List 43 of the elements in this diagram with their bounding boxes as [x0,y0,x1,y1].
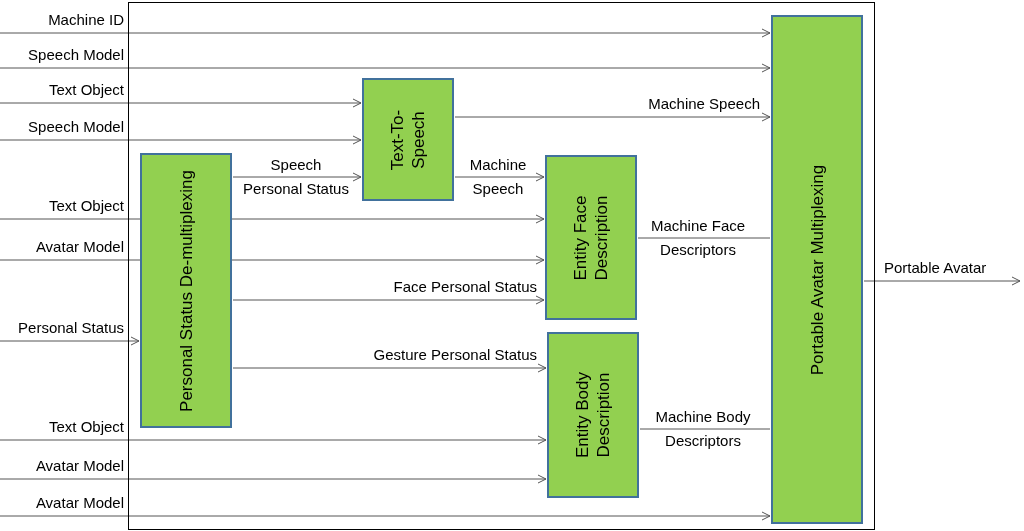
process-box [140,153,232,428]
edge-label: Text Object [48,81,124,99]
arrow [0,63,771,73]
arrow [232,172,362,182]
arrow [454,112,771,122]
edge-label: Speech Personal Status [242,155,350,199]
edge-label: Personal Status [18,319,124,337]
edge-label: Machine Body Descriptors [654,407,752,451]
edge-label: Portable Avatar [884,259,987,277]
edge-label: Speech Model [28,46,124,64]
process-box [547,332,639,498]
node-label: Entity Face Description [570,194,612,283]
arrow [863,276,1021,286]
node-label: Text-To-Speech [387,108,429,172]
node-label: Portable Avatar Multiplexing [806,163,828,377]
node-label: Entity Body Description [572,371,614,460]
node-label: Personal Status De-multiplexing [175,168,197,414]
edge-label: Avatar Model [35,494,124,512]
arrow [0,28,771,38]
edge-label: Machine Speech [468,155,528,199]
edge-label: Face Personal Status [393,278,537,296]
edge-label: Text Object [48,197,124,215]
edge-label: Machine ID [48,11,124,29]
edge-label: Speech Model [28,118,124,136]
arrow [0,435,547,445]
edge-label: Text Object [48,418,124,436]
arrow [0,98,362,108]
process-box [771,15,863,524]
arrow [232,295,545,305]
process-box [545,155,637,320]
edge-label: Gesture Personal Status [373,346,537,364]
edge-label: Avatar Model [35,457,124,475]
edge-label: Machine Speech [648,95,760,113]
process-box [362,78,454,201]
edge-label: Avatar Model [35,238,124,256]
arrow [0,474,547,484]
arrow [232,363,547,373]
arrow [0,511,771,521]
frame-box [128,2,875,530]
arrow [0,336,140,346]
arrow [0,135,362,145]
arrow [454,172,545,182]
edge-label: Machine Face Descriptors [649,216,747,260]
